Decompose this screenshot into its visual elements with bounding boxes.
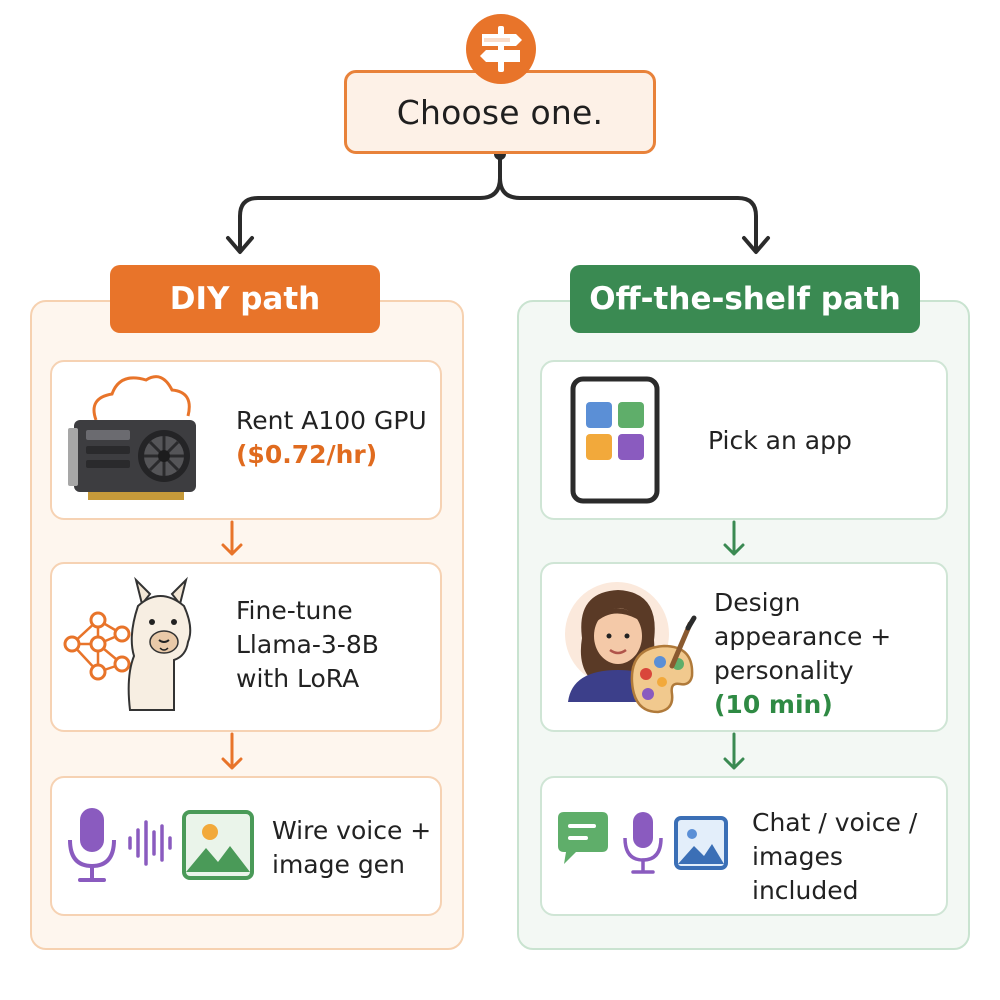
ots-step2-line3: personality	[714, 656, 854, 685]
ots-header-label: Off-the-shelf path	[589, 281, 901, 317]
root-question-box: Choose one.	[344, 70, 656, 154]
diy-step2-line3: with LoRA	[236, 664, 360, 693]
ots-step-included	[540, 776, 948, 916]
diy-step2-line2: Llama-3-8B	[236, 630, 379, 659]
ots-step1-line1: Pick an app	[708, 426, 852, 455]
sound-wave-icon	[128, 820, 172, 866]
image-icon	[674, 816, 728, 870]
ots-step2-line2: appearance +	[714, 622, 892, 651]
diy-step1-price: ($0.72/hr)	[236, 440, 378, 469]
diy-step2-line1: Fine-tune	[236, 596, 353, 625]
ots-step2-line1: Design	[714, 588, 801, 617]
microphone-icon	[623, 812, 663, 874]
ots-arrow-1	[723, 520, 745, 556]
ots-arrow-2	[723, 732, 745, 770]
microphone-icon	[68, 808, 116, 882]
diy-step2-text: Fine-tune Llama-3-8B with LoRA	[236, 594, 379, 696]
palette-icon	[630, 615, 697, 714]
chat-bubble-icon	[558, 812, 608, 864]
ots-step1-text: Pick an app	[708, 424, 852, 458]
ots-step2-text: Design appearance + personality (10 min)	[714, 586, 891, 722]
ots-step3-text: Chat / voice / images included	[752, 806, 917, 908]
gpu-cloud-icon	[68, 375, 196, 500]
ots-step3-line1: Chat / voice /	[752, 808, 918, 837]
diy-step3-line1: Wire voice +	[272, 816, 432, 845]
diy-step3-text: Wire voice + image gen	[272, 814, 431, 882]
diy-step3-line2: image gen	[272, 850, 405, 879]
neural-network-icon	[63, 611, 131, 681]
ots-path-header: Off-the-shelf path	[570, 265, 920, 333]
diy-step1-text: Rent A100 GPU ($0.72/hr)	[236, 404, 427, 472]
phone-apps-icon	[570, 376, 660, 504]
diy-header-label: DIY path	[169, 281, 321, 317]
root-title: Choose one.	[396, 92, 604, 132]
diy-arrow-1	[221, 520, 243, 556]
diy-arrow-2	[221, 732, 243, 770]
diy-path-header: DIY path	[110, 265, 380, 333]
diy-step1-line1: Rent A100 GPU	[236, 406, 427, 435]
ots-step3-line3: included	[752, 876, 859, 905]
ots-step2-duration: (10 min)	[714, 690, 833, 719]
diy-step-fine-tune	[50, 562, 442, 732]
llama-icon	[127, 576, 192, 711]
signpost-icon	[466, 14, 536, 84]
ots-step3-line2: images	[752, 842, 843, 871]
image-icon	[182, 810, 254, 880]
